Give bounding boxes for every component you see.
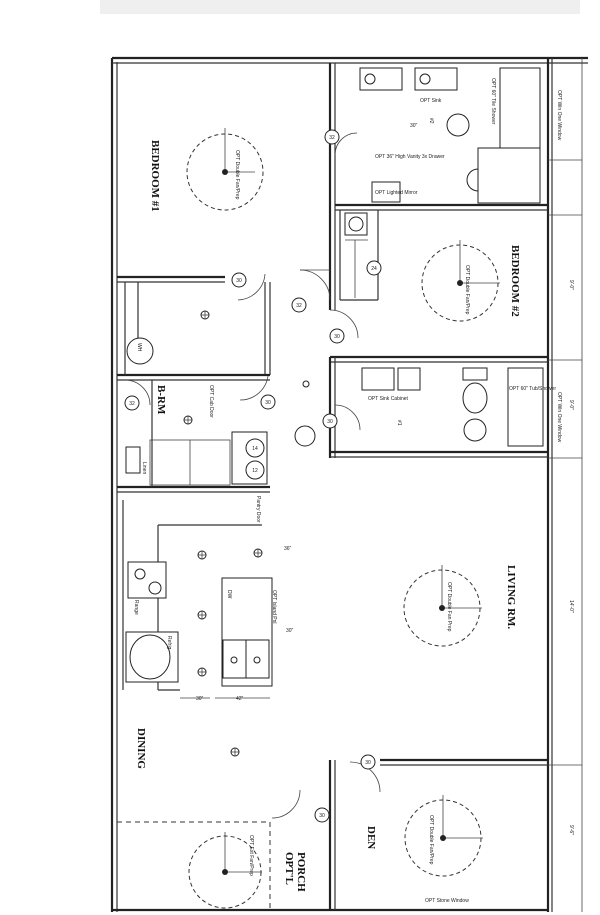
svg-text:OPT Win One Window: OPT Win One Window: [556, 90, 562, 141]
svg-text:OPT 60" Tile Shower: OPT 60" Tile Shower: [490, 78, 496, 125]
room-labels: BEDROOM #1 BEDROOM #2 B-RM LIVING RM. DI…: [135, 140, 521, 892]
svg-text:OPT Lighted Mirror: OPT Lighted Mirror: [375, 190, 418, 196]
door-tag: 32: [124, 395, 140, 411]
svg-text:30": 30": [196, 696, 204, 702]
svg-text:OPT 60" Tub/Shower: OPT 60" Tub/Shower: [509, 386, 556, 392]
svg-text:OPT Double Fan/Prep: OPT Double Fan/Prep: [464, 265, 470, 315]
svg-text:32: 32: [296, 303, 302, 309]
svg-text:OPT Double Fan Prep: OPT Double Fan Prep: [446, 582, 452, 632]
svg-text:9'-6": 9'-6": [568, 825, 574, 835]
bed2-closet-fixture: [344, 212, 368, 298]
svg-text:Linen: Linen: [141, 462, 147, 474]
washer-dryer-labels: 14 12: [252, 446, 258, 474]
svg-text:#1: #1: [396, 420, 402, 426]
svg-text:Pantry Door: Pantry Door: [255, 496, 261, 523]
ceiling-fan-living: [403, 565, 482, 647]
svg-text:#2: #2: [428, 118, 434, 124]
svg-text:OPT 36" High Vanity 3x Drawer: OPT 36" High Vanity 3x Drawer: [375, 154, 445, 160]
svg-text:OPT Double Fan/Prep: OPT Double Fan/Prep: [234, 150, 240, 200]
svg-text:30: 30: [236, 278, 242, 284]
exterior-walls: [110, 56, 588, 912]
room-label-dining: DINING: [135, 728, 147, 769]
door-tag: 30: [329, 328, 345, 344]
ceiling-fan-den: [404, 795, 483, 877]
door-tag: 32: [324, 129, 340, 145]
door-tag: 30: [231, 272, 247, 288]
svg-text:OPT Win One Window: OPT Win One Window: [556, 392, 562, 443]
svg-text:30: 30: [327, 419, 333, 425]
door-tag: 30: [322, 413, 338, 429]
svg-text:32: 32: [329, 135, 335, 141]
room-label-porch: PORCH: [295, 852, 307, 892]
door-tag: 24: [366, 260, 382, 276]
svg-text:30": 30": [286, 628, 294, 634]
bath1-fixtures: [294, 367, 544, 447]
room-label-den: DEN: [365, 826, 377, 849]
svg-text:DW: DW: [226, 590, 232, 599]
dimensions: 9'-0" 9'-0" 14'-0" 9'-6" 36" 30" 42" 30"…: [196, 123, 574, 835]
svg-text:12: 12: [252, 468, 258, 474]
svg-text:30": 30": [410, 123, 418, 129]
room-label-bedroom1: BEDROOM #1: [149, 140, 161, 212]
room-label-bedroom2: BEDROOM #2: [509, 245, 521, 317]
svg-text:9'-0": 9'-0": [568, 400, 574, 410]
svg-text:14'-0": 14'-0": [568, 600, 574, 613]
svg-text:9'-0": 9'-0": [568, 280, 574, 290]
svg-text:30: 30: [334, 334, 340, 340]
door-tag: 30: [260, 394, 276, 410]
svg-text:30: 30: [265, 400, 271, 406]
svg-text:OPT Sink Cabinet: OPT Sink Cabinet: [368, 396, 409, 402]
svg-text:OPT Ext Fan/Prep: OPT Ext Fan/Prep: [248, 835, 254, 876]
svg-text:36": 36": [284, 546, 292, 552]
svg-text:Range: Range: [133, 600, 139, 615]
svg-text:OPT Sink: OPT Sink: [420, 98, 442, 104]
laundry-fixtures: [125, 337, 268, 486]
svg-text:32: 32: [129, 401, 135, 407]
svg-text:WH: WH: [136, 343, 142, 352]
ceiling-fan-bed1: [186, 128, 264, 211]
door-tag: 30: [314, 807, 330, 823]
kitchen-fixtures: [125, 561, 273, 699]
bath2-fixtures: [359, 67, 541, 204]
svg-text:OPT Island Pnl: OPT Island Pnl: [271, 590, 277, 624]
room-label-bath: B-RM: [155, 385, 167, 415]
door-tag: 30: [360, 754, 376, 770]
svg-text:30: 30: [319, 813, 325, 819]
door-tag: 32: [291, 297, 307, 313]
svg-text:24: 24: [371, 266, 377, 272]
ceiling-fan-bed2: [421, 240, 500, 322]
svg-text:42": 42": [236, 696, 244, 702]
svg-text:OPT Stone Window: OPT Stone Window: [425, 898, 469, 904]
svg-text:OPT Cab Door: OPT Cab Door: [208, 385, 214, 418]
room-label-living: LIVING RM.: [505, 565, 517, 629]
ceiling-fan-porch: [188, 832, 262, 909]
interior-walls: [117, 63, 548, 910]
door-swings: [124, 132, 381, 819]
recessed-lights: [183, 310, 263, 757]
svg-text:Refrig: Refrig: [166, 636, 172, 650]
svg-text:30: 30: [365, 760, 371, 766]
door-tags: 32 32 24 30 30 30 30 30 30 32: [124, 129, 382, 823]
svg-text:14: 14: [252, 446, 258, 452]
svg-text:OPT Double Fan/Prep: OPT Double Fan/Prep: [428, 815, 434, 865]
scan-smudge: [100, 0, 580, 14]
room-label-porch-sub: OPT'L: [283, 852, 295, 885]
fixture-notes: #2 #1 WH OPT Double Fan/Prep OPT Double …: [133, 78, 562, 904]
